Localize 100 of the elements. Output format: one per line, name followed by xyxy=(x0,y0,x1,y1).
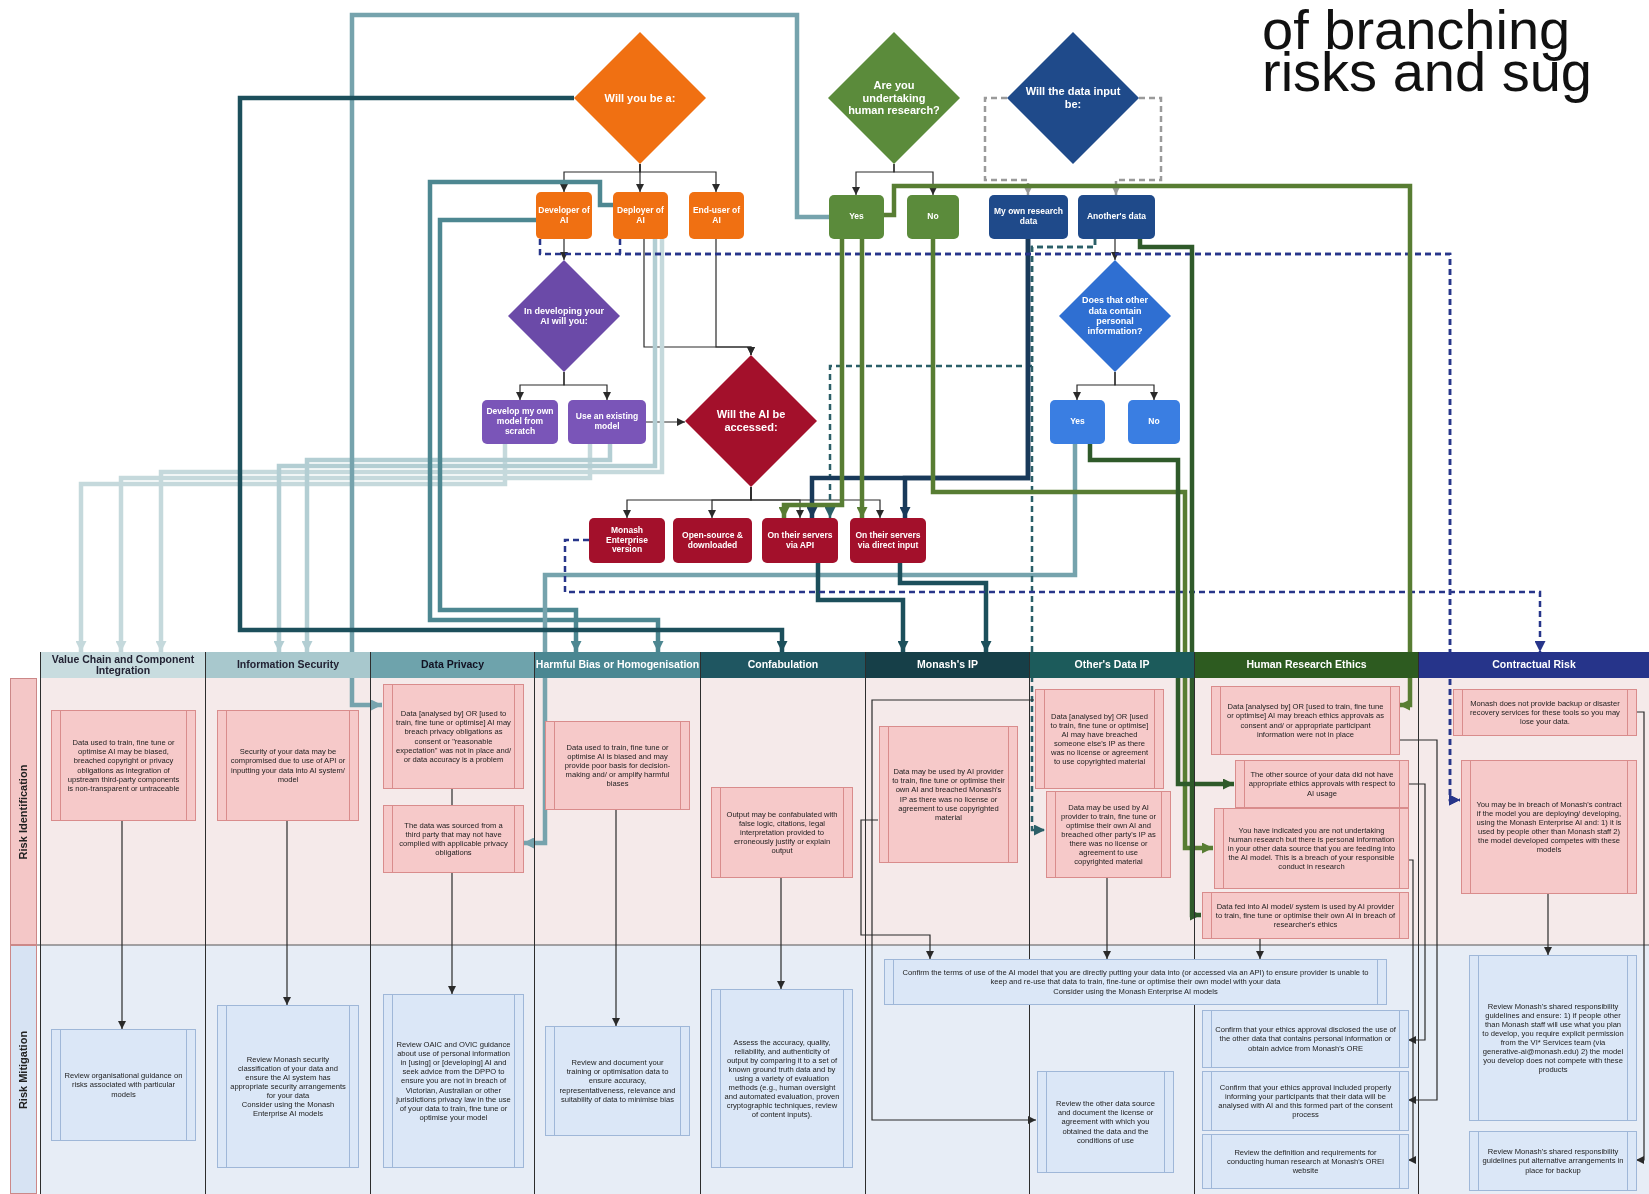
mitigation-box xyxy=(383,994,524,1168)
mitigation-box xyxy=(51,1029,196,1141)
arrow xyxy=(273,239,658,652)
arrow xyxy=(118,820,126,1030)
option-box: On their servers via API xyxy=(762,518,838,563)
arrow xyxy=(427,179,664,652)
mitigation-box xyxy=(545,1026,690,1136)
risk-box xyxy=(217,710,359,821)
mitigation-box xyxy=(1202,1010,1409,1068)
arrow xyxy=(155,239,665,652)
decision-diamond xyxy=(574,32,706,164)
row-label: Risk Identification xyxy=(17,764,30,859)
mitigation-box xyxy=(1202,1134,1409,1189)
risk-box xyxy=(1453,689,1637,736)
risk-box xyxy=(51,710,196,821)
option-box: Monash Enterprise version xyxy=(589,518,665,563)
decision-diamond xyxy=(685,355,817,487)
lane-header: Monash's IP xyxy=(866,652,1029,678)
swimlane xyxy=(700,652,865,1194)
mitigation-box xyxy=(884,959,1387,1005)
arrow xyxy=(1111,238,1119,261)
arrow xyxy=(871,699,1037,1124)
option-box: No xyxy=(1128,400,1180,444)
arrow xyxy=(560,238,568,261)
row-band xyxy=(10,678,37,945)
arrow xyxy=(523,444,1078,849)
arrow xyxy=(897,563,992,652)
arrow xyxy=(860,819,934,960)
row-band xyxy=(10,945,37,1194)
mitigation-box xyxy=(1202,1071,1409,1131)
arrow xyxy=(899,239,1031,518)
risk-box xyxy=(1211,686,1400,755)
arrow xyxy=(930,239,1213,854)
arrow xyxy=(639,163,720,193)
dashed-arrow xyxy=(983,96,1034,195)
diamond-label: Does that other data contain personal information? xyxy=(1081,295,1149,337)
lane-header: Information Security xyxy=(206,652,370,678)
risk-box xyxy=(383,684,524,789)
arrow xyxy=(750,486,884,519)
risk-box xyxy=(545,721,690,810)
row-label: Risk Mitigation xyxy=(17,1030,30,1109)
swimlane xyxy=(1194,652,1418,1194)
mitigation-box xyxy=(711,989,853,1168)
arrow xyxy=(349,12,829,711)
swimlane xyxy=(370,652,534,1194)
option-box: Open-source & downloaded xyxy=(673,518,752,563)
decision-diamond xyxy=(1007,32,1139,164)
arrow xyxy=(777,877,785,990)
arrow xyxy=(1398,739,1438,1104)
arrow xyxy=(815,563,909,652)
arrow xyxy=(856,239,868,518)
arrow xyxy=(437,217,582,652)
decision-diamond xyxy=(508,260,620,372)
arrow xyxy=(1544,893,1552,956)
arrow xyxy=(1256,938,1264,960)
arrow xyxy=(301,444,613,652)
risk-box xyxy=(711,787,853,878)
option-box: Deployer of AI xyxy=(613,192,668,239)
risk-box xyxy=(1046,791,1171,878)
dashed-arrow xyxy=(1030,239,1097,836)
risk-box xyxy=(383,805,524,873)
option-box: My own research data xyxy=(989,195,1068,239)
lane-header: Harmful Bias or Homogenisation xyxy=(535,652,700,678)
diamond-label: In developing your AI will you: xyxy=(523,305,605,327)
option-box: End-user of AI xyxy=(689,192,744,239)
arrow xyxy=(283,820,291,1006)
arrow xyxy=(612,809,620,1027)
arrow xyxy=(1114,371,1158,401)
option-box: On their servers via direct input xyxy=(850,518,926,563)
arrow xyxy=(448,872,456,995)
swimlane xyxy=(40,652,205,1194)
risk-box xyxy=(1235,760,1409,808)
mitigation-box xyxy=(217,1005,359,1168)
mitigation-box xyxy=(1469,955,1637,1121)
swimlane xyxy=(534,652,700,1194)
arrow xyxy=(778,239,845,518)
arrow xyxy=(1407,859,1416,1164)
swimlane xyxy=(205,652,370,1194)
arrow xyxy=(237,95,788,652)
arrow xyxy=(715,238,755,356)
diamond-label: Will the data input be: xyxy=(1024,85,1122,111)
lane-header: Human Research Ethics xyxy=(1195,652,1418,678)
diamond-label: Will the AI be accessed: xyxy=(715,408,787,434)
arrow xyxy=(1137,239,1201,921)
option-box: Yes xyxy=(829,195,884,239)
risk-box xyxy=(879,726,1018,863)
dashed-arrow xyxy=(563,538,1546,652)
arrow xyxy=(115,444,593,652)
arrow xyxy=(645,418,686,426)
dashed-arrow xyxy=(1110,96,1163,195)
mitigation-box xyxy=(1469,1131,1637,1191)
lane-header: Value Chain and Component Integration xyxy=(41,652,205,678)
risk-box xyxy=(1461,760,1637,894)
arrow xyxy=(75,444,508,652)
decision-diamond xyxy=(828,32,960,164)
lane-header: Confabulation xyxy=(701,652,865,678)
mitigation-box xyxy=(1037,1071,1174,1173)
arrow xyxy=(1087,444,1234,790)
arrow xyxy=(883,183,1413,711)
option-box: Another's data xyxy=(1078,195,1155,239)
